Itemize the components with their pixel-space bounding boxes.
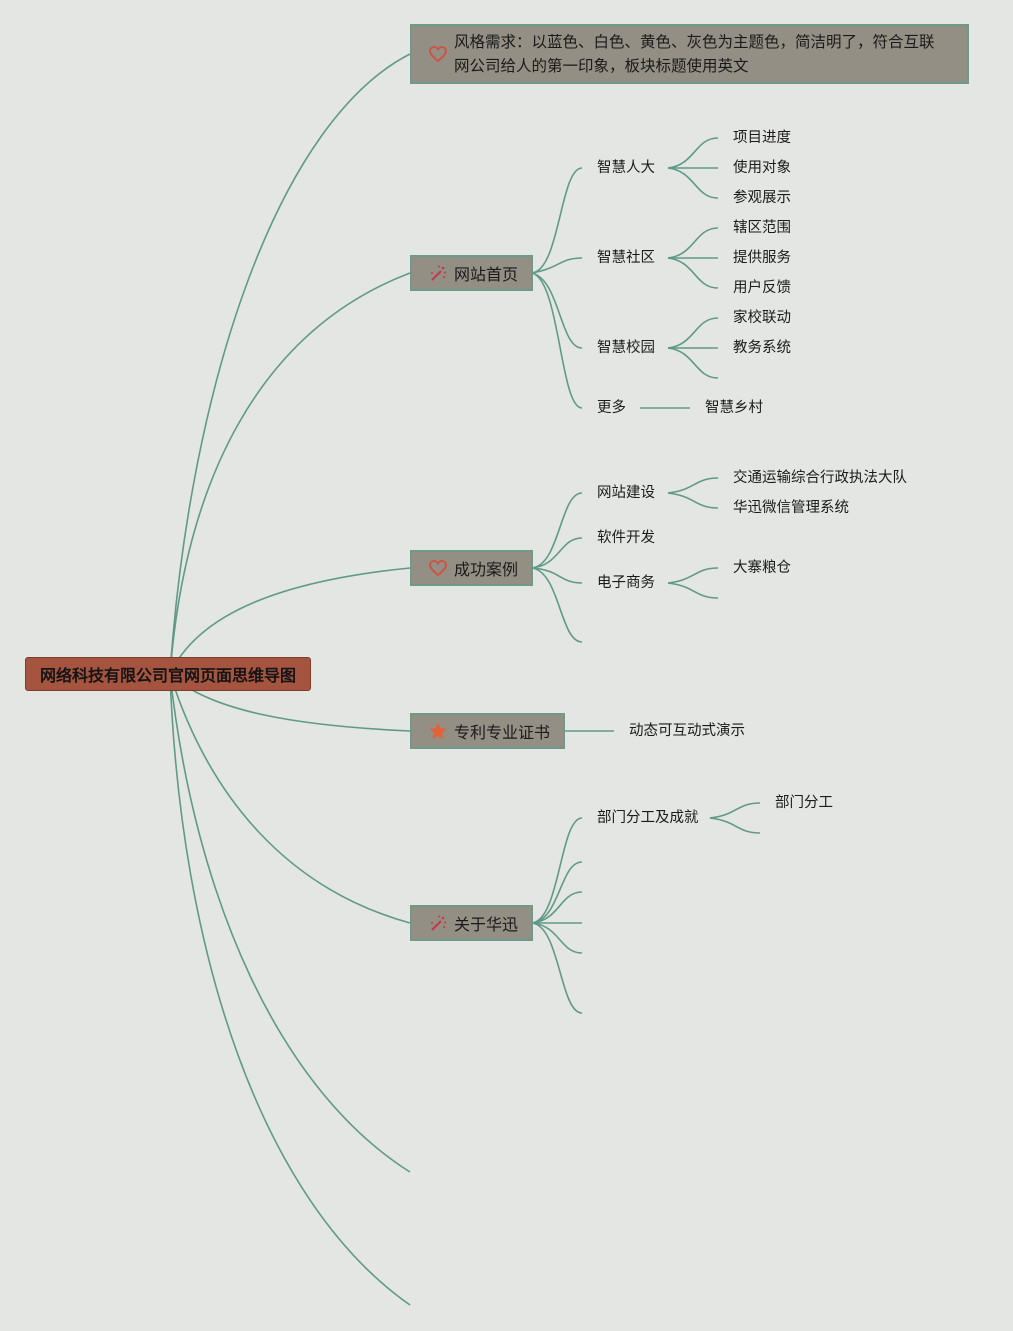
subtopic-smart-campus[interactable]: 智慧校园 [597, 340, 655, 356]
requirement-text: 风格需求：以蓝色、白色、黄色、灰色为主题色，简洁明了，符合互联 网公司给人的第一… [454, 33, 935, 75]
heart-icon [428, 558, 448, 578]
leaf-traffic-enforcement[interactable]: 交通运输综合行政执法大队 [733, 470, 907, 486]
leaf-visit-showcase[interactable]: 参观展示 [733, 190, 791, 206]
leaf-academic-system[interactable]: 教务系统 [733, 340, 791, 356]
leaf-jurisdiction[interactable]: 辖区范围 [733, 220, 791, 236]
leaf-dazhai-granary[interactable]: 大寨粮仓 [733, 560, 791, 576]
subtopic-software-dev[interactable]: 软件开发 [597, 530, 655, 546]
subtopic-smart-congress[interactable]: 智慧人大 [597, 160, 655, 176]
topic-success-cases[interactable]: 成功案例 [410, 550, 533, 586]
heart-icon [428, 44, 448, 64]
magic-wand-icon [428, 263, 448, 283]
style-requirement-note[interactable]: 风格需求：以蓝色、白色、黄色、灰色为主题色，简洁明了，符合互联 网公司给人的第一… [410, 24, 969, 84]
subtopic-ecommerce[interactable]: 电子商务 [597, 575, 655, 591]
leaf-interactive-demo[interactable]: 动态可互动式演示 [629, 723, 745, 739]
magic-wand-icon [428, 913, 448, 933]
root-node[interactable]: 网络科技有限公司官网页面思维导图 [25, 657, 311, 691]
star-icon [428, 721, 448, 741]
leaf-user-feedback[interactable]: 用户反馈 [733, 280, 791, 296]
leaf-smart-village[interactable]: 智慧乡村 [705, 400, 763, 416]
leaf-target-users[interactable]: 使用对象 [733, 160, 791, 176]
leaf-wechat-system[interactable]: 华迅微信管理系统 [733, 500, 849, 516]
subtopic-more[interactable]: 更多 [597, 400, 626, 416]
topic-patents-certificates[interactable]: 专利专业证书 [410, 713, 565, 749]
leaf-services[interactable]: 提供服务 [733, 250, 791, 266]
leaf-home-school[interactable]: 家校联动 [733, 310, 791, 326]
subtopic-departments[interactable]: 部门分工及成就 [597, 810, 699, 826]
subtopic-website-building[interactable]: 网站建设 [597, 485, 655, 501]
leaf-division-of-labor[interactable]: 部门分工 [775, 795, 833, 811]
topic-homepage[interactable]: 网站首页 [410, 255, 533, 291]
topic-about-huaxun[interactable]: 关于华迅 [410, 905, 533, 941]
subtopic-smart-community[interactable]: 智慧社区 [597, 250, 655, 266]
leaf-project-progress[interactable]: 项目进度 [733, 130, 791, 146]
